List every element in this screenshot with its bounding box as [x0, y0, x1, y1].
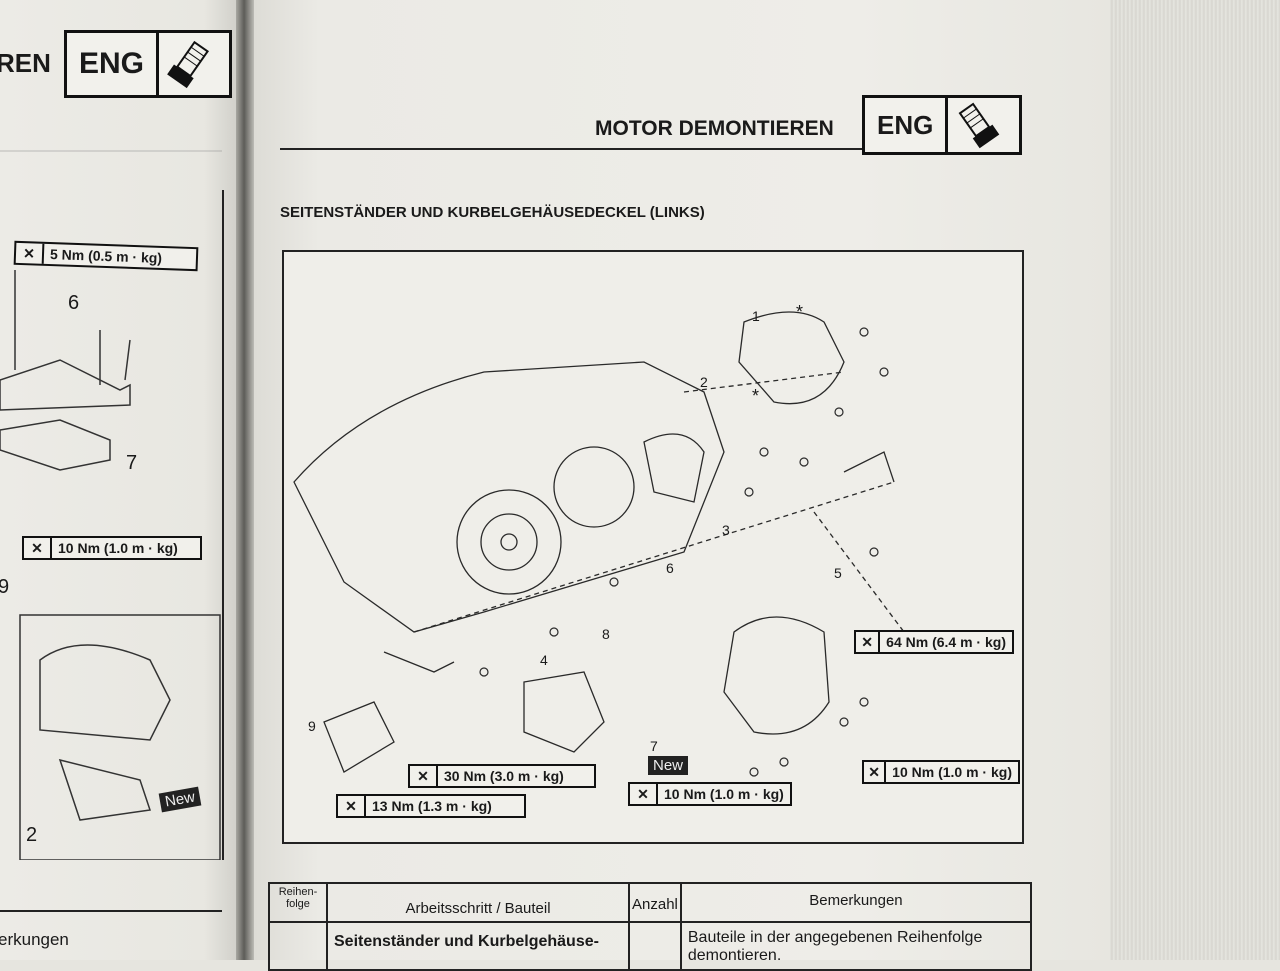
- left-diagram-frame: [0, 190, 224, 860]
- cell-step: Seitenständer und Kurbelgehäuse-: [326, 921, 630, 971]
- header-step: Arbeitsschritt / Bauteil: [326, 882, 630, 923]
- book-gutter: [236, 0, 254, 960]
- left-divider: [0, 150, 222, 155]
- torque-label: ✕64 Nm (6.4 m · kg): [854, 630, 1014, 654]
- header-order: Reihen-folge: [268, 882, 328, 923]
- part-number: 5: [834, 565, 842, 581]
- part-number: 7: [126, 452, 138, 474]
- part-number: 7: [650, 738, 658, 754]
- section-badge: ENG: [862, 95, 1022, 155]
- wrench-icon: ✕: [338, 796, 366, 816]
- part-number: 4: [540, 652, 548, 668]
- cell-count: [628, 921, 682, 971]
- cell-remarks: Bauteile in der angegebenen Reihenfolge …: [679, 921, 1033, 971]
- part-number: 2: [26, 824, 38, 846]
- torque-label: ✕10 Nm (1.0 m · kg): [862, 760, 1020, 784]
- title-underline: [280, 148, 864, 150]
- part-number: 3: [722, 522, 730, 538]
- torque-label: ✕13 Nm (1.3 m · kg): [336, 794, 526, 818]
- left-diagram-drawing: [0, 270, 221, 860]
- eng-label: ENG: [67, 33, 160, 95]
- table-header-row: Reihen-folge Arbeitsschritt / Bauteil An…: [268, 882, 1033, 923]
- part-number: 2: [700, 374, 708, 390]
- left-section-badge: ENG: [64, 30, 232, 98]
- star-mark: *: [796, 302, 804, 322]
- torque-label: ✕10 Nm (1.0 m · kg): [628, 782, 792, 806]
- header-count: Anzahl: [628, 882, 682, 923]
- eng-label: ENG: [865, 98, 949, 152]
- wrench-icon: ✕: [856, 632, 881, 652]
- wrench-icon: ✕: [24, 538, 52, 558]
- engine-icon: [167, 40, 210, 89]
- wrench-icon: ✕: [864, 762, 887, 782]
- part-number: 9: [308, 718, 316, 734]
- part-number: 1: [752, 308, 760, 324]
- page-title: MOTOR DEMONTIEREN: [595, 117, 834, 140]
- diagram-frame: [282, 250, 1024, 844]
- wrench-icon: ✕: [630, 784, 658, 804]
- page-edges: [1110, 0, 1280, 960]
- engine-icon: [958, 102, 1000, 149]
- part-number: 8: [602, 626, 610, 642]
- left-torque-label: ✕10 Nm (1.0 m · kg): [22, 536, 202, 560]
- new-badge: New: [648, 756, 689, 775]
- left-table-header-partial: erkungen: [0, 930, 69, 949]
- exploded-view-drawing: [293, 311, 905, 777]
- torque-label: ✕30 Nm (3.0 m · kg): [408, 764, 596, 788]
- steps-table: Reihen-folge Arbeitsschritt / Bauteil An…: [268, 882, 1033, 971]
- part-number: 6: [666, 560, 674, 576]
- section-heading: SEITENSTÄNDER UND KURBELGEHÄUSEDECKEL (L…: [280, 204, 705, 221]
- left-header-partial: REN: [0, 48, 51, 78]
- part-number: 9: [0, 576, 10, 598]
- star-mark: *: [752, 386, 760, 406]
- header-remarks: Bemerkungen: [679, 882, 1033, 923]
- wrench-icon: ✕: [410, 766, 438, 786]
- cell-order: [268, 921, 328, 971]
- left-table-line: [0, 910, 222, 912]
- table-row: Seitenständer und Kurbelgehäuse- Bauteil…: [268, 921, 1033, 971]
- part-number: 6: [68, 292, 80, 314]
